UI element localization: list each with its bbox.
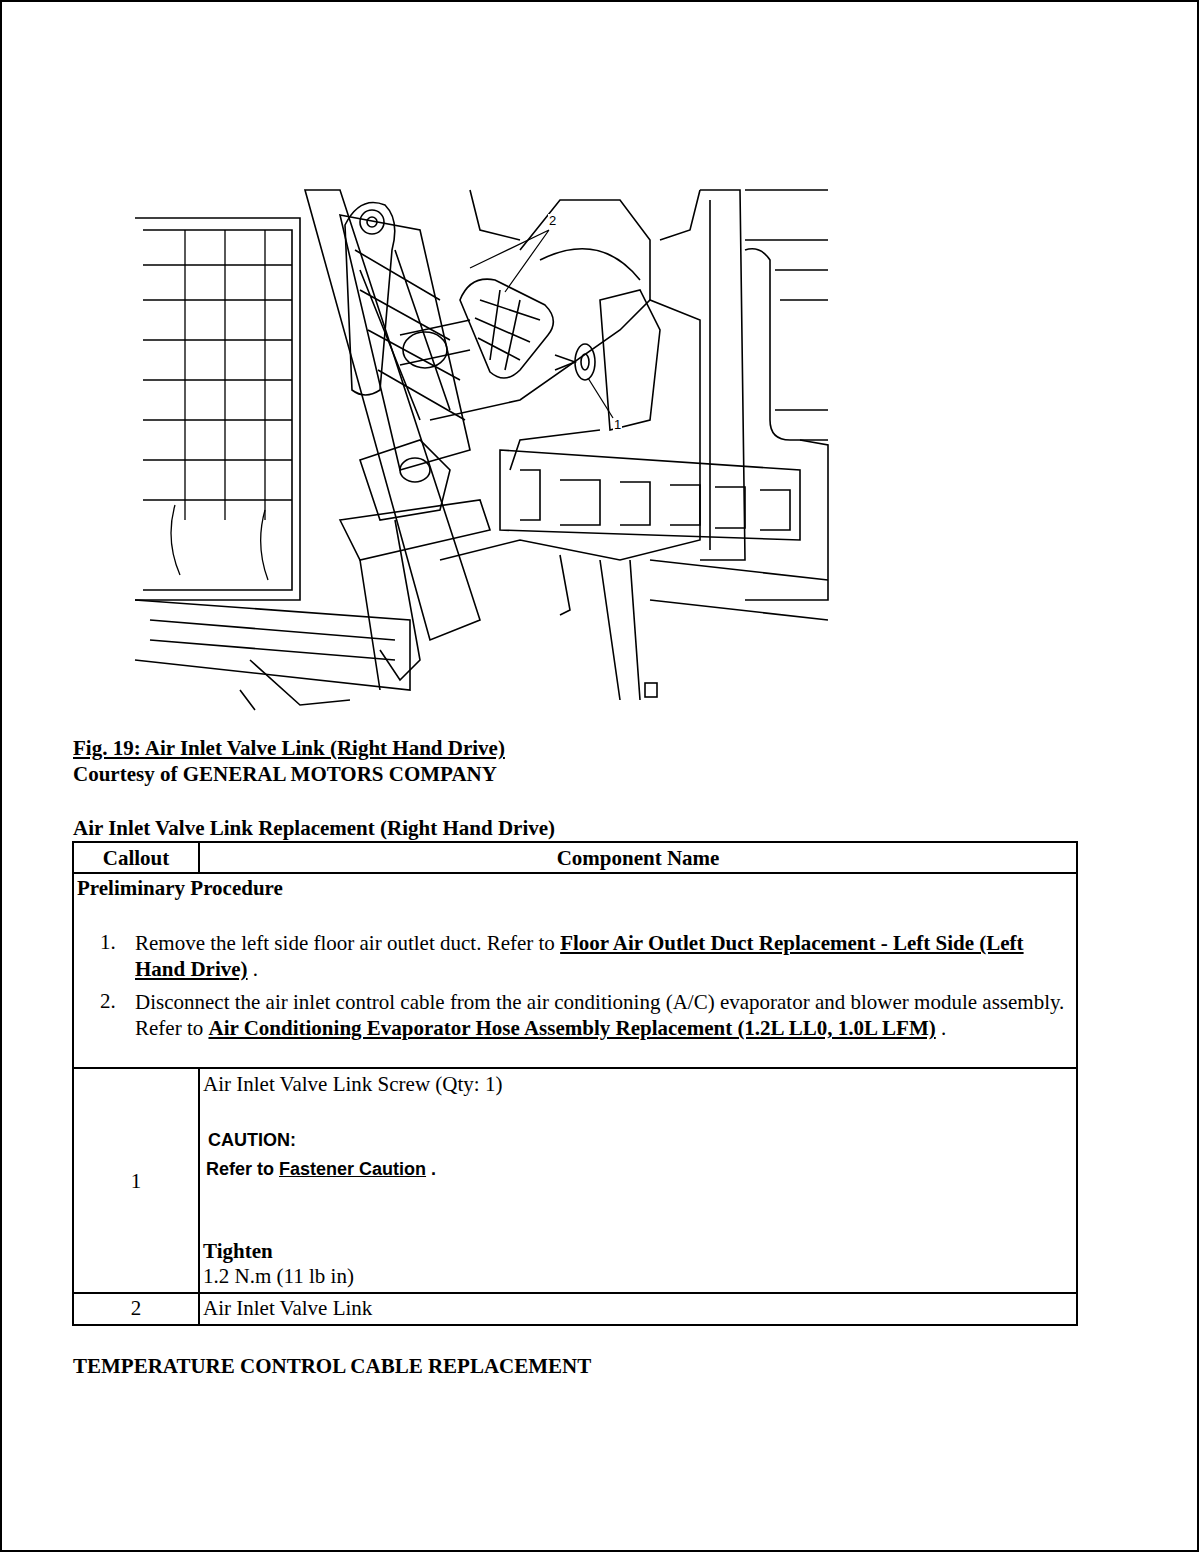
- list-number: 1.: [100, 930, 116, 954]
- step-text: Remove the left side floor air outlet du…: [135, 931, 555, 955]
- punctuation: .: [253, 957, 258, 981]
- component-name: Air Inlet Valve Link Screw (Qty: 1): [203, 1072, 502, 1096]
- caution-text: Refer to: [206, 1159, 274, 1179]
- caution-heading: CAUTION:: [208, 1128, 296, 1152]
- procedure-step: Disconnect the air inlet control cable f…: [135, 989, 1065, 1041]
- cross-reference: Air Conditioning Evaporator Hose Assembl…: [208, 1016, 935, 1040]
- punctuation: .: [431, 1159, 436, 1179]
- callout-cell: 1: [73, 1169, 199, 1193]
- callout-cell: 2: [73, 1296, 199, 1320]
- list-number: 2.: [100, 989, 116, 1013]
- table-title: Air Inlet Valve Link Replacement (Right …: [73, 816, 555, 840]
- punctuation: .: [941, 1016, 946, 1040]
- callout-number: 1: [613, 418, 622, 432]
- caution-text: Refer to Fastener Caution .: [206, 1157, 436, 1181]
- table-header: Callout: [73, 846, 199, 870]
- section-title: TEMPERATURE CONTROL CABLE REPLACEMENT: [73, 1354, 591, 1378]
- cross-reference: Fastener Caution: [279, 1159, 426, 1179]
- component-name: Air Inlet Valve Link: [203, 1296, 372, 1320]
- hvac-module-illustration: [0, 0, 1200, 760]
- torque-value: 1.2 N.m (11 lb in): [203, 1264, 354, 1288]
- procedure-step: Remove the left side floor air outlet du…: [135, 930, 1065, 982]
- torque-heading: Tighten: [203, 1239, 273, 1263]
- figure-caption: Fig. 19: Air Inlet Valve Link (Right Han…: [73, 736, 505, 760]
- section-heading: Preliminary Procedure: [77, 876, 283, 900]
- table-header: Component Name: [199, 846, 1077, 870]
- credit-line: Courtesy of GENERAL MOTORS COMPANY: [73, 762, 497, 786]
- callout-number: 2: [548, 214, 557, 228]
